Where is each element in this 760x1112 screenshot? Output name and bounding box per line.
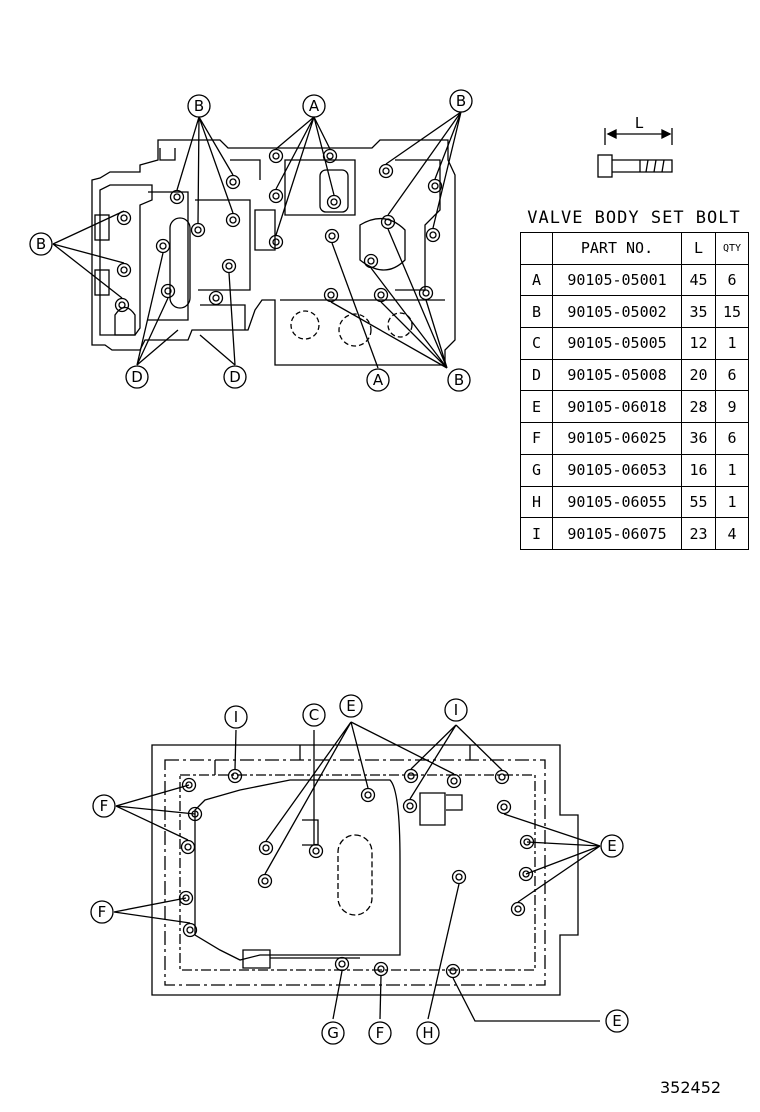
lower-valve-body <box>151 744 579 996</box>
row-qty: 1 <box>715 485 749 519</box>
row-key: D <box>520 358 553 392</box>
row-length: 20 <box>681 358 716 392</box>
row-part-no: 90105-05002 <box>552 295 682 329</box>
callout-top-b-3: B <box>36 235 46 253</box>
callout-bottom-i-2: I <box>454 701 458 719</box>
row-part-no: 90105-06055 <box>552 485 682 519</box>
row-key: I <box>520 517 553 550</box>
callout-top-a-1: A <box>309 97 320 115</box>
row-length: 45 <box>681 263 716 297</box>
row-length: 12 <box>681 327 716 360</box>
callout-circles <box>29 89 629 1045</box>
row-part-no: 90105-05001 <box>552 263 682 297</box>
row-length: 55 <box>681 485 716 519</box>
callout-top-d-1: D <box>131 368 143 386</box>
callout-top-d-2: D <box>229 368 241 386</box>
header-part-no: PART NO. <box>552 232 682 265</box>
callout-bottom-e-3: E <box>612 1012 621 1030</box>
row-part-no: 90105-05005 <box>552 327 682 360</box>
row-part-no: 90105-06075 <box>552 517 682 550</box>
row-qty: 15 <box>715 295 749 329</box>
row-qty: 4 <box>715 517 749 550</box>
callout-top-b-4: B <box>454 371 464 389</box>
row-qty: 6 <box>715 263 749 297</box>
header-qty: QTY <box>715 232 749 265</box>
row-part-no: 90105-06053 <box>552 453 682 487</box>
row-length: 28 <box>681 390 716 424</box>
lower-leader-lines <box>113 721 601 1022</box>
callout-bottom-c: C <box>309 706 319 724</box>
callout-labels: B A B B D D A B I C E I F F E G F H E L <box>36 92 644 1042</box>
row-length: 36 <box>681 422 716 455</box>
upper-body-bolts <box>114 148 443 313</box>
callout-bottom-g: G <box>327 1024 339 1042</box>
callout-bottom-f-3: F <box>376 1024 385 1042</box>
table-header-row: PART NO. L QTY <box>520 232 749 265</box>
row-qty: 6 <box>715 422 749 455</box>
table-title: VALVE BODY SET BOLT <box>527 208 741 228</box>
row-key: E <box>520 390 553 424</box>
callout-bottom-f-2: F <box>98 903 107 921</box>
callout-bottom-h: H <box>422 1024 433 1042</box>
lower-body-bolts <box>178 768 535 979</box>
callout-bottom-f-1: F <box>100 797 109 815</box>
callout-bottom-i-1: I <box>234 708 238 726</box>
header-key <box>520 232 553 265</box>
row-qty: 9 <box>715 390 749 424</box>
header-length: L <box>681 232 716 265</box>
row-length: 23 <box>681 517 716 550</box>
row-key: B <box>520 295 553 329</box>
row-key: F <box>520 422 553 455</box>
callout-top-b-2: B <box>456 92 466 110</box>
row-key: H <box>520 485 553 519</box>
upper-leader-lines <box>52 111 462 369</box>
row-key: A <box>520 263 553 297</box>
callout-top-a-2: A <box>373 371 384 389</box>
callout-bottom-e-2: E <box>607 837 616 855</box>
callout-top-b-1: B <box>194 97 204 115</box>
row-key: C <box>520 327 553 360</box>
row-part-no: 90105-05008 <box>552 358 682 392</box>
row-part-no: 90105-06018 <box>552 390 682 424</box>
row-qty: 1 <box>715 327 749 360</box>
row-key: G <box>520 453 553 487</box>
figure-number: 352452 <box>660 1078 722 1097</box>
bolt-length-label: L <box>635 114 644 132</box>
upper-valve-body <box>91 139 456 366</box>
row-length: 16 <box>681 453 716 487</box>
row-qty: 6 <box>715 358 749 392</box>
callout-bottom-e-1: E <box>346 697 355 715</box>
row-qty: 1 <box>715 453 749 487</box>
bolt-length-icon <box>597 128 673 178</box>
row-part-no: 90105-06025 <box>552 422 682 455</box>
row-length: 35 <box>681 295 716 329</box>
